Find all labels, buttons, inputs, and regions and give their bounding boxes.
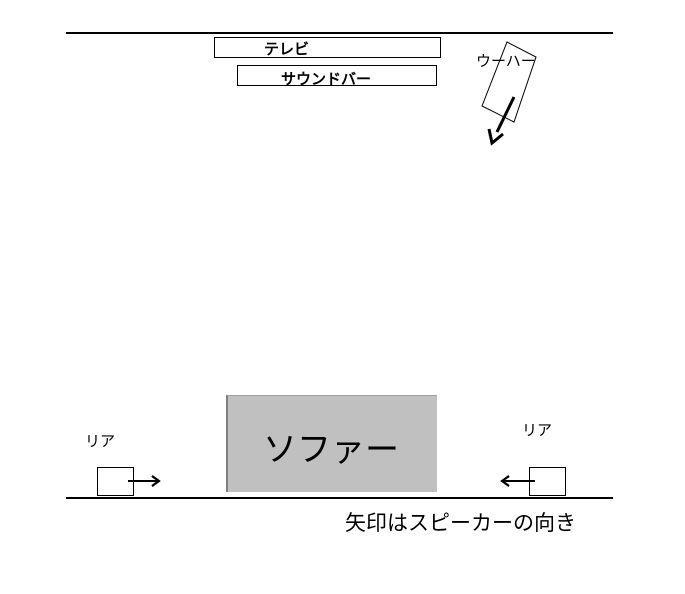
woofer-label: ウーハー [476, 52, 536, 70]
rear-left-arrow-tip-icon [151, 475, 161, 487]
arrow-caption: 矢印はスピーカーの向き [345, 511, 576, 535]
soundbar-label: サウンドバー [281, 70, 372, 88]
tv-box [214, 37, 441, 58]
woofer-arrow-head-icon [487, 128, 504, 146]
tv-label: テレビ [264, 40, 310, 58]
rear-right-arrow-tip-icon [500, 475, 510, 487]
bottom-wall-line [66, 497, 613, 499]
sofa-box [226, 395, 437, 492]
woofer-arrow-shaft [495, 96, 516, 133]
woofer-box [481, 41, 537, 123]
rear-left-label: リア [85, 432, 116, 450]
sofa-label: ソファー [263, 430, 399, 470]
rear-right-label: リア [522, 421, 553, 439]
top-wall-line [66, 32, 613, 34]
soundbar-box [237, 65, 437, 86]
